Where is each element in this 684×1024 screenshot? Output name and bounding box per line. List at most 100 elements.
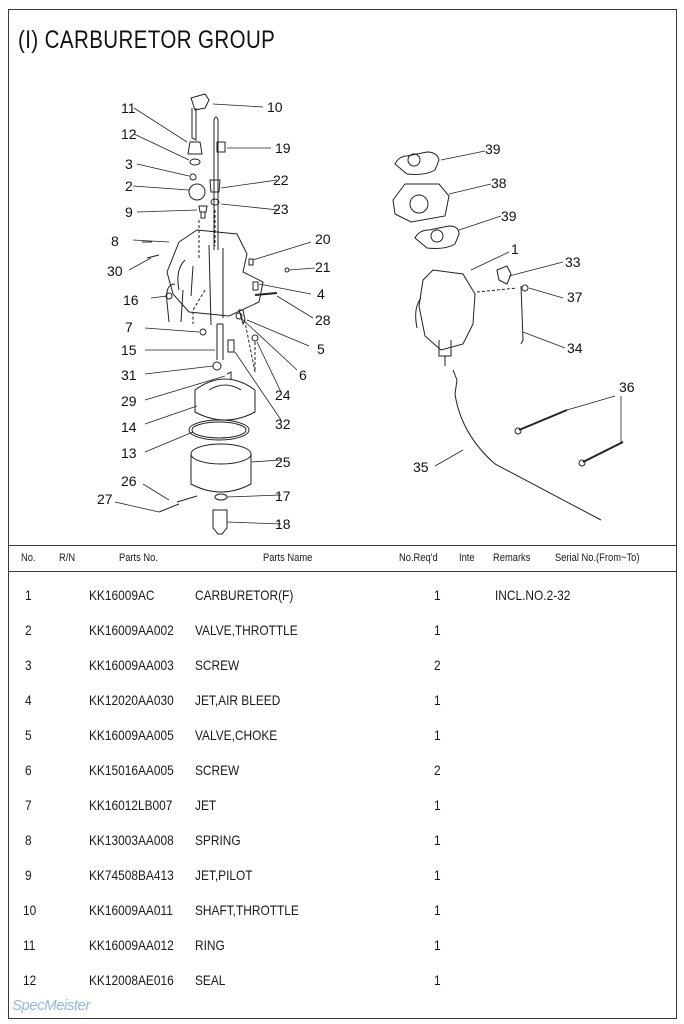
part-17 (214, 493, 228, 501)
part-23 (210, 198, 220, 206)
callout-3: 3 (125, 156, 133, 172)
cell-qty: 1 (434, 867, 441, 883)
table-row: 7 KK16012LB007 JET 1 (9, 782, 676, 817)
right-assembly-drawing (392, 151, 624, 521)
part-seal (189, 158, 201, 166)
part-36 (518, 409, 624, 463)
cell-parts-no: KK16009AA012 (89, 937, 174, 953)
callout-34: 34 (567, 340, 583, 356)
cell-parts-name: RING (195, 937, 225, 953)
part-insulator (392, 183, 450, 223)
part-32 (227, 339, 235, 353)
cell-qty: 1 (434, 937, 441, 953)
part-20 (248, 258, 254, 266)
table-row: 9 KK74508BA413 JET,PILOT 1 (9, 852, 676, 887)
cell-qty: 1 (434, 692, 441, 708)
callout-1: 1 (511, 241, 519, 257)
table-row: 6 KK15016AA005 SCREW 2 (9, 747, 676, 782)
cell-parts-no: KK16009AA003 (89, 657, 174, 673)
callout-28: 28 (315, 312, 331, 328)
part-carb-pipe (415, 297, 422, 329)
callout-14: 14 (121, 419, 137, 435)
cell-parts-no: KK74508BA413 (89, 867, 174, 883)
part-33 (496, 265, 512, 285)
header-parts-name: Parts Name (263, 552, 313, 564)
header-parts-no: Parts No. (119, 552, 158, 564)
callout-13: 13 (121, 445, 137, 461)
cell-no: 10 (23, 902, 37, 918)
part-36-end (514, 427, 522, 435)
table-row: 11 KK16009AA012 RING 1 (9, 922, 676, 957)
callout-16: 16 (123, 292, 139, 308)
diagram-svg: 11 10 12 19 3 2 22 9 23 8 20 30 21 16 4 … (97, 93, 635, 535)
exploded-parts-diagram: 11 10 12 19 3 2 22 9 23 8 20 30 21 16 4 … (9, 70, 676, 545)
page-title: (I) CARBURETOR GROUP (18, 26, 276, 54)
part-gasket (188, 419, 250, 441)
part-gasket-hole-2 (430, 229, 444, 243)
callout-31: 31 (121, 367, 137, 383)
cell-no: 6 (25, 762, 32, 778)
cell-parts-no: KK16012LB007 (89, 797, 173, 813)
callout-25: 25 (275, 454, 291, 470)
table-header: No. R/N Parts No. Parts Name No.Req'd In… (9, 545, 676, 572)
callout-32: 32 (275, 416, 291, 432)
callout-18: 18 (275, 516, 291, 532)
header-serial: Serial No.(From~To) (555, 552, 640, 564)
callout-9: 9 (125, 204, 133, 220)
table-row: 2 KK16009AA002 VALVE,THROTTLE 1 (9, 607, 676, 642)
cell-no: 4 (25, 692, 32, 708)
cell-qty: 1 (434, 797, 441, 813)
callout-23: 23 (273, 201, 289, 217)
part-float-bowl (190, 454, 252, 493)
part-gasket-39-bottom (414, 225, 460, 249)
assembly-guide-lines (192, 210, 256, 373)
part-gasket-hole (407, 153, 421, 167)
part-throttle-shaft-stem (191, 108, 197, 141)
callout-35: 35 (413, 459, 429, 475)
callout-17: 17 (275, 488, 291, 504)
part-pilot-jet (198, 205, 208, 219)
callout-4: 4 (317, 286, 325, 302)
callout-24: 24 (275, 387, 291, 403)
callout-6: 6 (299, 367, 307, 383)
left-carburetor-drawing (142, 93, 290, 535)
cell-parts-name: JET,PILOT (195, 867, 253, 883)
cell-remarks: INCL.NO.2-32 (495, 587, 571, 603)
cell-qty: 1 (434, 972, 441, 988)
cell-parts-name: SPRING (195, 832, 241, 848)
part-24 (251, 334, 259, 342)
cell-parts-no: KK12008AE016 (89, 972, 174, 988)
callout-29: 29 (121, 393, 137, 409)
callout-7: 7 (125, 319, 133, 335)
cell-parts-no: KK16009AA011 (89, 902, 173, 918)
cell-qty: 1 (434, 832, 441, 848)
callout-20: 20 (315, 231, 331, 247)
part-21 (284, 267, 290, 273)
callout-10: 10 (267, 99, 283, 115)
part-throttle-shaft (190, 93, 210, 111)
cell-parts-name: VALVE,CHOKE (195, 727, 278, 743)
cell-qty: 1 (434, 727, 441, 743)
cell-parts-name: SEAL (195, 972, 226, 988)
part-fuel-pipe (166, 283, 184, 323)
table-row: 10 KK16009AA011 SHAFT,THROTTLE 1 (9, 887, 676, 922)
table-row: 5 KK16009AA005 VALVE,CHOKE 1 (9, 712, 676, 747)
cell-no: 9 (25, 867, 32, 883)
part-spring (142, 241, 160, 259)
cell-parts-no: KK12020AA030 (89, 692, 174, 708)
part-36-end-2 (578, 459, 586, 467)
cell-qty: 2 (434, 657, 441, 673)
callout-11: 11 (121, 100, 136, 116)
callout-37: 37 (567, 289, 583, 305)
assembly-guide-line-right (476, 287, 518, 293)
table-row: 12 KK12008AE016 SEAL 1 (9, 957, 676, 992)
part-choke-valve (238, 309, 246, 326)
part-28 (254, 292, 278, 296)
callout-39-top: 39 (485, 141, 501, 157)
cell-parts-name: JET (195, 797, 217, 813)
callout-21: 21 (315, 259, 331, 275)
table-row: 8 KK13003AA008 SPRING 1 (9, 817, 676, 852)
cell-no: 5 (25, 727, 32, 743)
callout-labels: 11 10 12 19 3 2 22 9 23 8 20 30 21 16 4 … (97, 99, 635, 532)
cell-parts-no: KK13003AA008 (89, 832, 174, 848)
